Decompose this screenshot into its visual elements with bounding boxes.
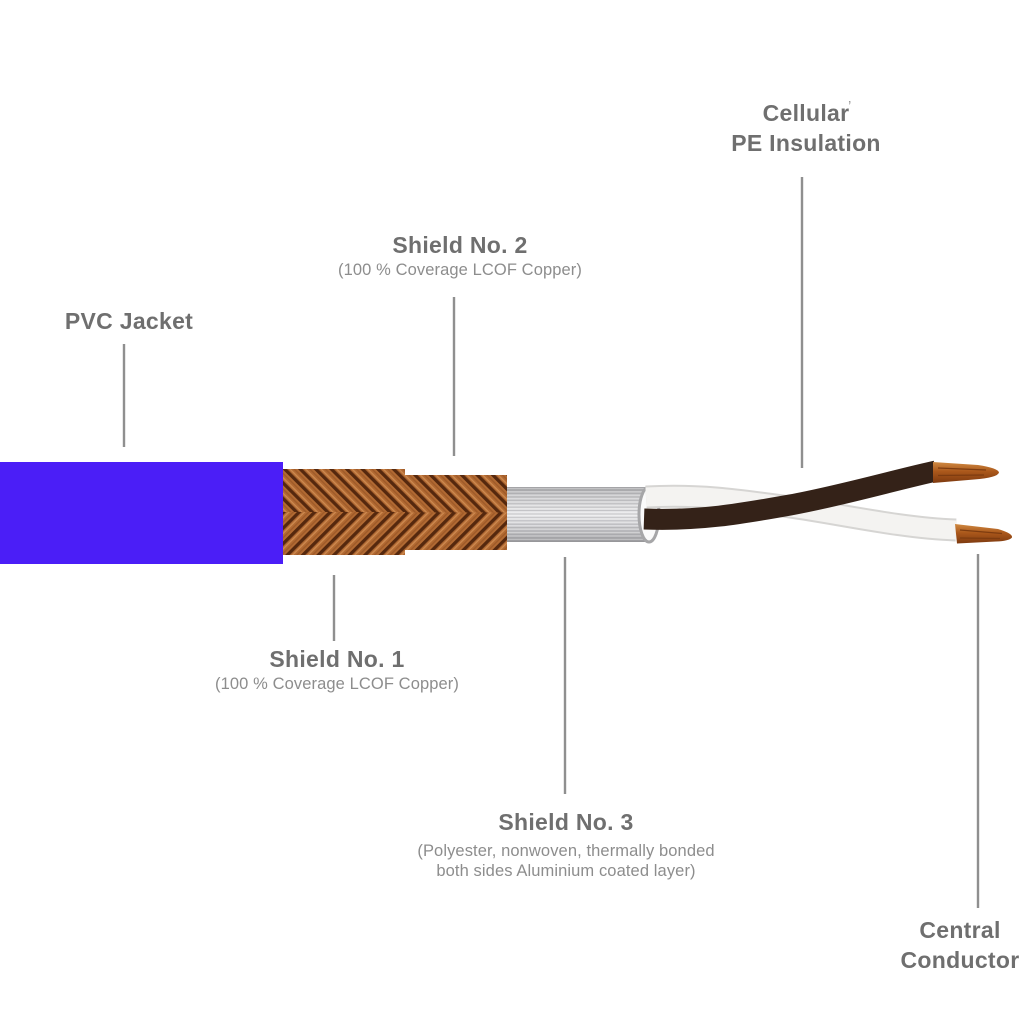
shield1-braid-top [283, 469, 405, 512]
shield3-subtitle-line2: both sides Aluminium coated layer) [436, 862, 696, 880]
label-central-conductor: Central Conductor [901, 915, 1020, 975]
shield1-braid-layer [283, 469, 405, 555]
bottom-conductor-tip-shape [955, 524, 1013, 544]
shield1-braid-bottom [283, 512, 405, 555]
cellular-pe-title-line1: Cellular [762, 100, 850, 126]
bottom-conductor-tip [955, 524, 1013, 544]
shield3-foil-layer [507, 485, 661, 544]
stray-mark: ’ [848, 98, 852, 115]
pvc-jacket-layer [0, 462, 283, 564]
shield2-braid-bottom [405, 512, 507, 550]
pvc-jacket-title: PVC Jacket [64, 308, 194, 334]
shield1-title: Shield No. 1 [269, 646, 405, 672]
label-shield1: Shield No. 1 (100 % Coverage LCOF Copper… [215, 644, 459, 694]
cellular-pe-title-line2: PE Insulation [731, 130, 881, 156]
shield2-braid-layer [405, 475, 507, 550]
shield2-title: Shield No. 2 [392, 232, 528, 258]
top-conductor-tip [933, 462, 999, 483]
label-shield3: Shield No. 3 (Polyester, nonwoven, therm… [417, 807, 714, 881]
shield2-subtitle: (100 % Coverage LCOF Copper) [338, 261, 582, 279]
shield3-foil-texture [507, 487, 649, 542]
central-conductor-line2: Conductor [900, 947, 1020, 973]
shield2-braid-top [405, 475, 507, 513]
label-pvc-jacket: PVC Jacket [65, 306, 193, 336]
shield3-subtitle-line1: (Polyester, nonwoven, thermally bonded [417, 842, 715, 860]
top-conductor-tip-shape [933, 462, 999, 483]
shield1-subtitle: (100 % Coverage LCOF Copper) [215, 675, 459, 693]
label-shield2: Shield No. 2 (100 % Coverage LCOF Copper… [338, 230, 582, 280]
top-conductor-tip-strands [937, 467, 987, 477]
brown-insulated-wire [643, 460, 939, 530]
bottom-conductor-tip-strands [959, 529, 1003, 540]
shield3-title: Shield No. 3 [498, 809, 634, 835]
central-conductor-line1: Central [919, 917, 1001, 943]
label-cellular-pe-insulation: Cellular PE Insulation [731, 98, 881, 158]
